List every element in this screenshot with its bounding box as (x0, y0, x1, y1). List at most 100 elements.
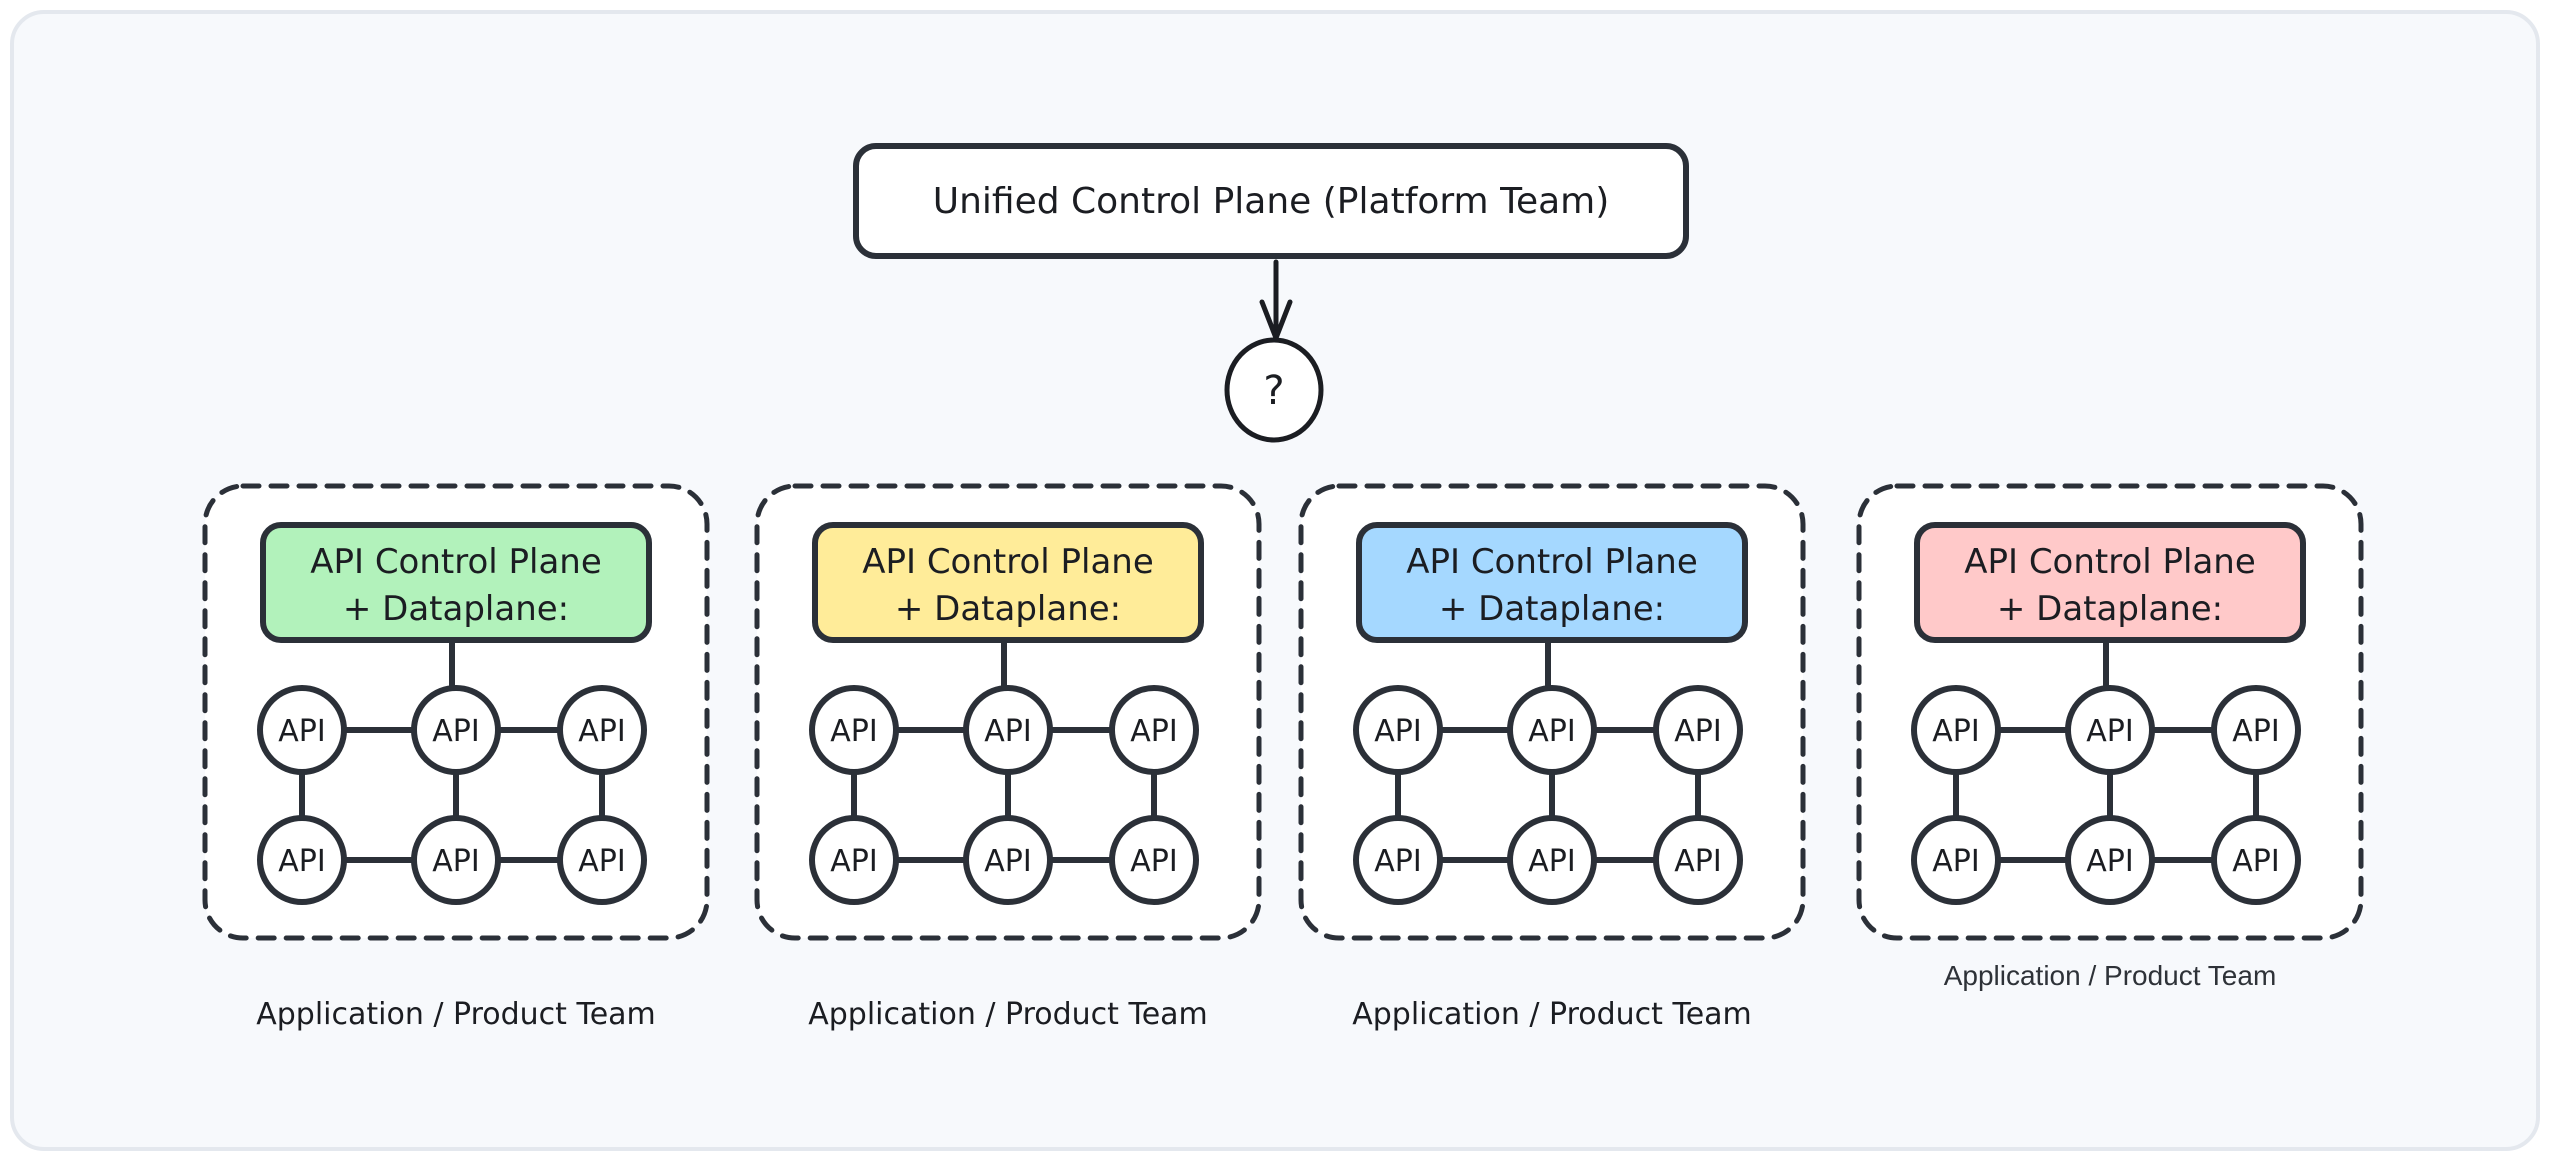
api-node-circle (1109, 815, 1199, 905)
api-node-circle (411, 815, 501, 905)
team-cluster[interactable]: API Control Plane + Dataplane: API API API AP… (1298, 483, 1806, 1032)
unified-control-plane-box[interactable]: Unified Control Plane (Platform Team) (853, 143, 1689, 259)
api-node-circle (2211, 815, 2301, 905)
team-cluster[interactable]: API Control Plane + Dataplane: API API API AP… (1856, 483, 2364, 991)
question-circle (1224, 337, 1324, 443)
api-node[interactable]: API (2211, 815, 2301, 905)
heading-line-1: API Control Plane (862, 542, 1154, 582)
api-node-label: API (1374, 844, 1421, 879)
team-cluster[interactable]: API Control Plane + Dataplane: API API API AP… (754, 483, 1262, 1032)
heading-line-2: + Dataplane: (1997, 589, 2223, 629)
api-node[interactable]: API (557, 815, 647, 905)
api-node-label: API (1674, 714, 1721, 749)
api-node[interactable]: API (1507, 815, 1597, 905)
control-plane-heading[interactable]: API Control Plane + Dataplane: (812, 522, 1204, 643)
api-node[interactable]: API (411, 815, 501, 905)
api-node-label: API (830, 714, 877, 749)
api-node-label: API (2232, 844, 2279, 879)
api-node-circle (1911, 815, 2001, 905)
api-node[interactable]: API (1653, 815, 1743, 905)
heading-box (1356, 522, 1748, 643)
api-node-circle (1507, 815, 1597, 905)
team-clusters: API Control Plane + Dataplane: API API API AP… (202, 483, 2364, 1032)
api-node[interactable]: API (963, 815, 1053, 905)
heading-line-2: + Dataplane: (1439, 589, 1665, 629)
api-node-label: API (432, 844, 479, 879)
api-node[interactable]: API (257, 815, 347, 905)
api-node-label: API (278, 714, 325, 749)
api-node[interactable]: API (1109, 815, 1199, 905)
api-node[interactable]: API (809, 815, 899, 905)
api-node-circle (1109, 685, 1199, 775)
api-node[interactable]: API (1353, 815, 1443, 905)
api-node-circle (557, 685, 647, 775)
api-node-label: API (984, 714, 1031, 749)
api-node-circle (809, 685, 899, 775)
api-node-circle (963, 685, 1053, 775)
api-node-circle (963, 815, 1053, 905)
api-node[interactable]: API (1653, 685, 1743, 775)
heading-line-1: API Control Plane (1406, 542, 1698, 582)
api-node-label: API (578, 714, 625, 749)
api-node-circle (257, 685, 347, 775)
api-node-circle (809, 815, 899, 905)
api-node-label: API (432, 714, 479, 749)
api-node[interactable]: API (963, 685, 1053, 775)
team-label: Application / Product Team (256, 997, 656, 1032)
heading-box (1914, 522, 2306, 643)
team-label: Application / Product Team (1352, 997, 1752, 1032)
team-cluster[interactable]: API Control Plane + Dataplane: API API API AP… (202, 483, 710, 1032)
api-node[interactable]: API (809, 685, 899, 775)
api-node-circle (257, 815, 347, 905)
api-node[interactable]: API (1109, 685, 1199, 775)
heading-box (260, 522, 652, 643)
heading-line-1: API Control Plane (310, 542, 602, 582)
api-node-circle (557, 815, 647, 905)
api-node-label: API (984, 844, 1031, 879)
api-node-label: API (1374, 714, 1421, 749)
api-node-circle (1653, 815, 1743, 905)
question-mark-icon: ? (1263, 368, 1284, 414)
question-node[interactable]: ? (1224, 337, 1324, 443)
heading-line-2: + Dataplane: (343, 589, 569, 629)
api-node[interactable]: API (1353, 685, 1443, 775)
heading-box (812, 522, 1204, 643)
api-node-label: API (1932, 714, 1979, 749)
api-node-label: API (278, 844, 325, 879)
api-node[interactable]: API (257, 685, 347, 775)
control-plane-heading[interactable]: API Control Plane + Dataplane: (1914, 522, 2306, 643)
api-node-circle (1353, 685, 1443, 775)
api-node-circle (2211, 685, 2301, 775)
api-node-circle (1911, 685, 2001, 775)
api-node[interactable]: API (1911, 815, 2001, 905)
api-node-circle (2065, 685, 2155, 775)
api-node-circle (1653, 685, 1743, 775)
unified-control-plane-label: Unified Control Plane (Platform Team) (933, 181, 1610, 222)
api-node[interactable]: API (411, 685, 501, 775)
api-node-label: API (1130, 844, 1177, 879)
api-node[interactable]: API (557, 685, 647, 775)
api-node[interactable]: API (2065, 685, 2155, 775)
api-node-label: API (1528, 844, 1575, 879)
api-node[interactable]: API (1507, 685, 1597, 775)
api-node-label: API (578, 844, 625, 879)
api-node-label: API (2086, 844, 2133, 879)
api-node-label: API (2232, 714, 2279, 749)
team-label: Application / Product Team (1944, 960, 2277, 991)
api-node-circle (2065, 815, 2155, 905)
api-node[interactable]: API (2211, 685, 2301, 775)
heading-line-2: + Dataplane: (895, 589, 1121, 629)
team-label: Application / Product Team (808, 997, 1208, 1032)
api-node-label: API (830, 844, 877, 879)
api-node[interactable]: API (2065, 815, 2155, 905)
control-plane-heading[interactable]: API Control Plane + Dataplane: (260, 522, 652, 643)
heading-line-1: API Control Plane (1964, 542, 2256, 582)
api-node-circle (1507, 685, 1597, 775)
control-plane-heading[interactable]: API Control Plane + Dataplane: (1356, 522, 1748, 643)
api-node-circle (411, 685, 501, 775)
api-node-label: API (1528, 714, 1575, 749)
api-node-label: API (2086, 714, 2133, 749)
api-node[interactable]: API (1911, 685, 2001, 775)
api-node-label: API (1674, 844, 1721, 879)
